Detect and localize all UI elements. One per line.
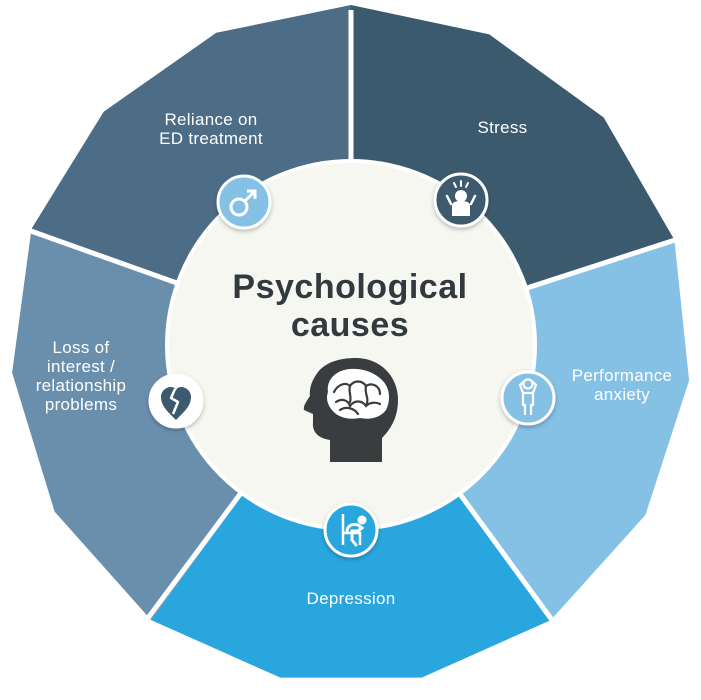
head-brain-icon (303, 358, 398, 462)
broken-heart-icon (161, 387, 191, 420)
segment-label-stress: Stress (477, 118, 528, 137)
center-title: Psychological causes (232, 268, 468, 344)
male-symbol-icon (229, 189, 257, 217)
icon-badge-performance (500, 370, 556, 426)
segment-label-loss-of-interest: Loss of interest / relationship problems (35, 338, 127, 414)
segment-label-reliance-on-ed-treatment: Reliance on ED treatment (159, 110, 263, 148)
stressed-person-icon (445, 180, 477, 216)
segment-label-performance-anxiety: Performance anxiety (571, 366, 673, 404)
depressed-person-icon (341, 514, 367, 547)
segment-label-depression: Depression (306, 589, 396, 608)
anxious-person-icon (518, 378, 538, 416)
